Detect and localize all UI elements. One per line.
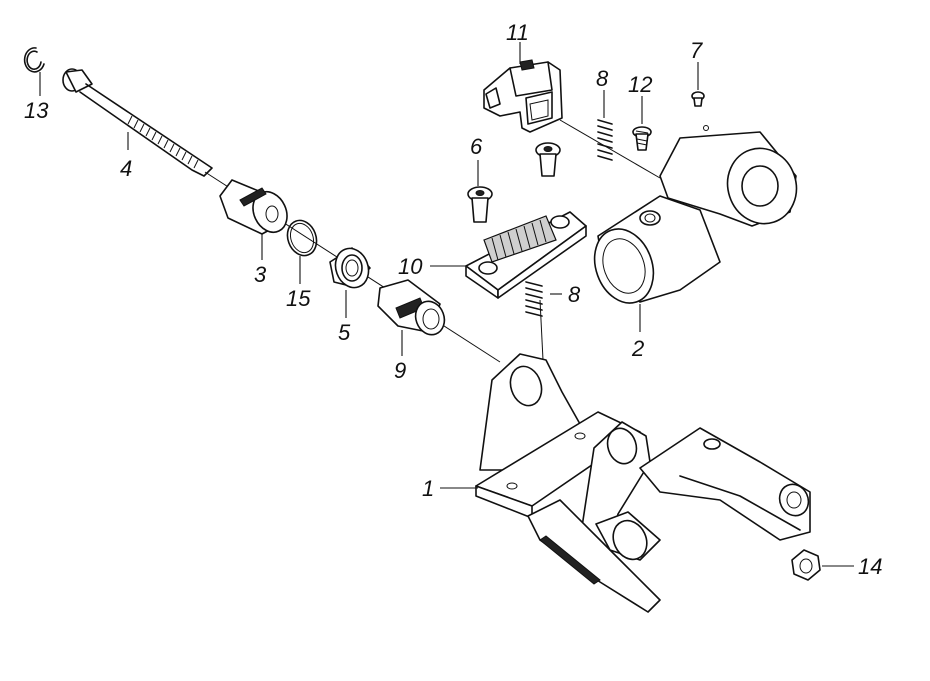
callout-12: 12 (628, 72, 652, 97)
callout-7: 7 (690, 38, 703, 63)
callout-2: 2 (631, 336, 644, 361)
callout-15: 15 (286, 286, 311, 311)
part-7-small-screw (691, 91, 705, 107)
callout-8-upper: 8 (596, 66, 609, 91)
part-6-screw-right (535, 142, 561, 177)
callout-9: 9 (394, 358, 406, 383)
part-8-spring-upper (597, 119, 613, 161)
part-3-bushing (219, 179, 288, 235)
part-1-bracket (475, 353, 811, 613)
part-15-o-ring (286, 219, 318, 257)
callout-3: 3 (254, 262, 267, 287)
part-5-sealing-cap (329, 247, 371, 289)
part-8-spring-lower (525, 281, 543, 317)
leader-lines (39, 42, 854, 567)
callout-10: 10 (398, 254, 423, 279)
part-14-nut (791, 549, 821, 581)
callout-6: 6 (470, 134, 483, 159)
part-10-plate (465, 211, 587, 299)
callout-4: 4 (120, 156, 132, 181)
part-9-bushing (377, 279, 446, 336)
part-2-cylinder-housing (593, 125, 798, 304)
callout-8-lower: 8 (568, 282, 581, 307)
part-13-retaining-ring (23, 47, 45, 73)
part-11-block (483, 59, 563, 133)
axis-line-upper (559, 119, 661, 179)
callout-1: 1 (422, 476, 434, 501)
callout-11: 11 (506, 20, 529, 45)
part-4-bolt (62, 68, 213, 177)
part-12-screw (632, 126, 652, 151)
callout-14: 14 (858, 554, 882, 579)
callout-13: 13 (24, 98, 49, 123)
callout-5: 5 (338, 320, 351, 345)
part-6-screw-left (467, 186, 493, 223)
